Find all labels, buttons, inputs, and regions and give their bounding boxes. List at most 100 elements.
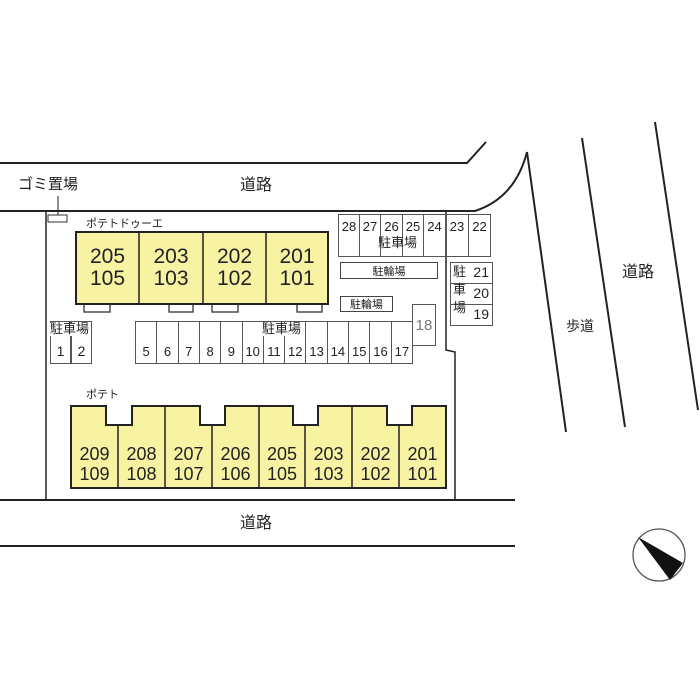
road-top-edge — [0, 141, 487, 164]
north-arrow-icon — [632, 528, 686, 582]
parking-slot: 22 — [468, 214, 491, 257]
sidewalk-road-edge — [581, 137, 626, 428]
bicycle-parking-short: 駐輪場 — [340, 296, 393, 312]
parking-slot: 24 — [423, 214, 446, 257]
slot-number: 21 — [473, 264, 489, 280]
building-b-name: ポテト — [86, 388, 119, 401]
slot-number: 10 — [245, 344, 260, 359]
stair — [211, 303, 239, 313]
slot-number: 16 — [373, 344, 388, 359]
slot-number: 15 — [351, 344, 367, 359]
unit-upper: 201 — [279, 245, 315, 268]
slot-number: 12 — [288, 344, 303, 359]
road-right-label: 道路 — [622, 262, 655, 281]
slot-number: 27 — [362, 219, 378, 234]
slot-number: 7 — [185, 344, 193, 359]
parking-slot: 16 — [369, 321, 392, 364]
slot-number: 2 — [77, 343, 86, 359]
slot-number: 25 — [405, 219, 421, 234]
stair — [296, 303, 323, 313]
parking-right-label-char: 車 — [453, 283, 467, 298]
slot-number: 1 — [56, 343, 65, 359]
slot-number: 23 — [449, 219, 465, 234]
unit-lower: 103 — [313, 463, 344, 484]
unit-upper: 203 — [153, 245, 189, 268]
parking-slot-18: 18 — [412, 304, 436, 346]
unit-lower: 101 — [407, 463, 438, 484]
stair — [168, 303, 194, 313]
unit-lower: 106 — [220, 463, 251, 484]
unit-upper: 207 — [173, 443, 204, 464]
unit-lower: 103 — [153, 267, 189, 290]
parking-slot: 14 — [326, 321, 350, 364]
parking-slot: 6 — [156, 321, 179, 364]
slot-number: 24 — [427, 219, 442, 234]
slot-number: 14 — [330, 344, 346, 359]
unit-upper: 205 — [89, 245, 126, 268]
slot-number: 28 — [341, 219, 357, 234]
stair — [83, 303, 111, 313]
parking-right-label-char: 場 — [453, 301, 467, 316]
sidewalk-edge — [526, 151, 567, 433]
bicycle-parking-long: 駐輪場 — [340, 262, 438, 279]
parking-slot: 13 — [305, 321, 328, 364]
parking-slot: 15 — [348, 321, 371, 364]
slot-number: 5 — [142, 344, 150, 359]
building-a-outline — [75, 231, 329, 305]
unit-upper: 209 — [79, 443, 110, 464]
parking-middle-label: 駐車場 — [262, 322, 302, 337]
slot-number: 13 — [309, 344, 324, 359]
parking-slot: 23 — [445, 214, 469, 257]
site-top-boundary — [0, 151, 528, 212]
parking-slot: 2 — [71, 321, 92, 364]
unit-upper: 202 — [360, 443, 391, 464]
unit-upper: 203 — [313, 443, 344, 464]
unit-lower: 109 — [79, 463, 110, 484]
unit-lower: 101 — [279, 267, 315, 290]
sidewalk-label: 歩道 — [566, 319, 594, 335]
road-top-label: 道路 — [240, 175, 273, 194]
parking-slot: 5 — [135, 321, 158, 364]
slot-number: 8 — [206, 344, 214, 359]
slot-number: 11 — [267, 344, 281, 359]
unit-lower: 108 — [126, 463, 157, 484]
parking-right-label-char: 駐 — [453, 265, 467, 280]
unit-lower: 102 — [216, 267, 253, 290]
unit-upper: 201 — [407, 443, 438, 464]
slot-number: 20 — [473, 285, 489, 301]
parking-slot: 17 — [390, 321, 413, 364]
road-bottom-label: 道路 — [240, 513, 273, 532]
unit-lower: 105 — [266, 463, 298, 484]
parking-top-label: 駐車場 — [378, 236, 418, 251]
slot-number: 18 — [415, 316, 433, 334]
building-a-name: ポテトドゥーエ — [86, 217, 163, 230]
parking-slot: 1 — [50, 321, 71, 364]
site-right-boundary — [445, 211, 456, 500]
unit-upper: 206 — [220, 443, 251, 464]
parking-slot: 10 — [241, 321, 264, 364]
parking-slot: 28 — [338, 214, 360, 257]
slot-number: 9 — [227, 344, 235, 359]
slot-number: 17 — [394, 344, 410, 359]
road-right-edge — [654, 121, 699, 411]
parking-slot: 19 — [450, 304, 493, 326]
parking-left-label: 駐車場 — [50, 322, 90, 337]
unit-lower: 105 — [89, 267, 126, 290]
parking-slot: 7 — [177, 321, 200, 364]
unit-lower: 102 — [360, 463, 391, 484]
slot-number: 26 — [384, 219, 399, 234]
parking-slot: 9 — [220, 321, 243, 364]
